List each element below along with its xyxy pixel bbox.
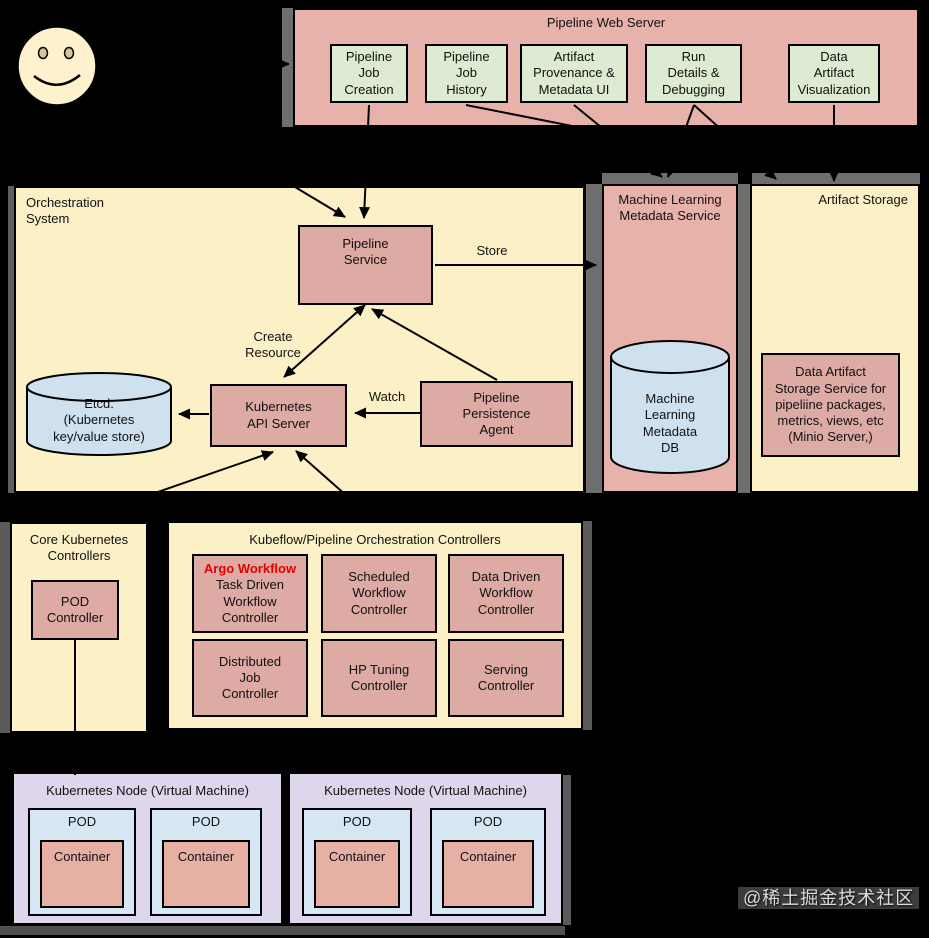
orchestration-system-title: Orchestration System (26, 195, 105, 227)
gray-strip (563, 775, 571, 925)
edge-label-store: Store (476, 243, 508, 258)
ml-metadata-db-label: Machine Learning Metadata DB (642, 391, 698, 455)
data-driven-workflow-controller-box: Data Driven Workflow Controller (448, 554, 564, 633)
edge-label-watch: Watch (368, 389, 406, 404)
user-smiley-icon (16, 25, 98, 107)
watermark-text: @稀土掘金技术社区 (738, 887, 920, 909)
argo-workflow-label: Task Driven Workflow Controller (216, 577, 284, 625)
scheduled-workflow-controller-box: Scheduled Workflow Controller (321, 554, 437, 633)
gray-strip (8, 186, 16, 493)
module-artifact-provenance-metadata-ui: Artifact Provenance & Metadata UI (520, 44, 628, 103)
pipeline-web-server-title: Pipeline Web Server (546, 15, 666, 30)
kubernetes-node-1-title: Kubernetes Node (Virtual Machine) (46, 783, 249, 798)
hp-tuning-controller-box: HP Tuning Controller (321, 639, 437, 717)
gray-strip (0, 522, 10, 733)
module-pipeline-job-creation: Pipeline Job Creation (330, 44, 408, 103)
module-pipeline-job-history: Pipeline Job History (425, 44, 508, 103)
container-box: Container (162, 840, 250, 908)
container-box: Container (40, 840, 124, 908)
distributed-job-controller-box: Distributed Job Controller (192, 639, 308, 717)
data-artifact-storage-service-box: Data Artifact Storage Service for pipeli… (761, 353, 900, 457)
container-box: Container (314, 840, 400, 908)
gray-strip (583, 521, 592, 730)
gray-strip (602, 173, 738, 184)
pipeline-service-box: Pipeline Service (298, 225, 433, 305)
argo-workflow-highlight: Argo Workflow (203, 561, 297, 576)
pod-label: POD (67, 814, 97, 829)
pod-label: POD (473, 814, 503, 829)
ml-metadata-service-title: Machine Learning Metadata Service (618, 192, 722, 224)
module-run-details-debugging: Run Details & Debugging (645, 44, 742, 103)
kubeflow-controllers-title: Kubeflow/Pipeline Orchestration Controll… (249, 532, 501, 547)
pipeline-persistence-agent-box: Pipeline Persistence Agent (420, 381, 573, 447)
gray-strip (0, 926, 565, 935)
edge-label-create-resource: Create Resource (245, 329, 301, 361)
container-box: Container (442, 840, 534, 908)
gray-strip (586, 184, 602, 493)
pod-label: POD (191, 814, 221, 829)
core-kubernetes-controllers-title: Core Kubernetes Controllers (29, 532, 129, 564)
kubernetes-node-2-title: Kubernetes Node (Virtual Machine) (324, 783, 527, 798)
kubernetes-api-server-box: Kubernetes API Server (210, 384, 347, 447)
watermark: @稀土掘金技术社区 (738, 884, 920, 910)
argo-workflow-controller-box: Argo Workflow Task Driven Workflow Contr… (192, 554, 308, 633)
gray-strip (738, 184, 750, 493)
pod-controller-box: POD Controller (31, 580, 119, 640)
gray-strip (752, 173, 920, 184)
pod-label: POD (342, 814, 372, 829)
module-data-artifact-visualization: Data Artifact Visualization (788, 44, 880, 103)
gray-strip (282, 8, 293, 127)
artifact-storage-title: Artifact Storage (818, 192, 908, 207)
etcd-label: Etcd. (Kubernetes key/value store) (53, 396, 145, 444)
serving-controller-box: Serving Controller (448, 639, 564, 717)
ml-metadata-db-cylinder (610, 340, 730, 474)
